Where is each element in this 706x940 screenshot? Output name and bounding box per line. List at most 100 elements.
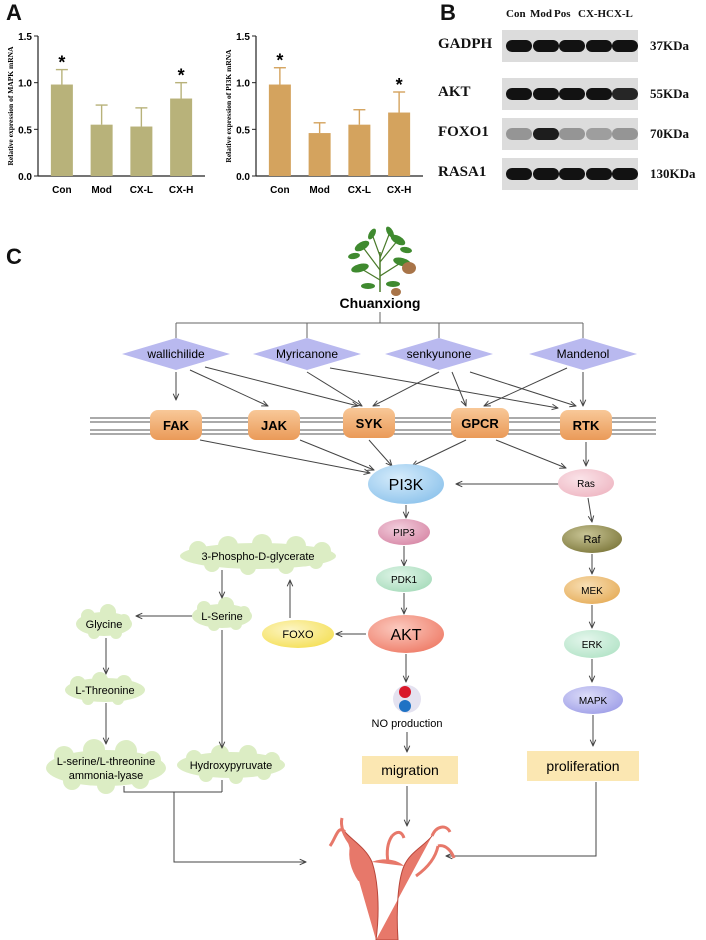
compound-wallichilide: wallichilide <box>146 347 205 361</box>
blot-strip <box>502 78 638 110</box>
blot-band <box>612 168 638 180</box>
cloud-serine <box>192 597 252 631</box>
lane-label: CX-H <box>578 8 607 20</box>
y-tick-label: 0.0 <box>18 172 32 183</box>
blot-band <box>585 168 612 180</box>
akt-node <box>368 615 444 653</box>
blot-band <box>559 88 585 100</box>
significance-star: * <box>276 51 283 71</box>
compound-mandenol: Mandenol <box>557 347 610 361</box>
significance-star: * <box>178 66 185 86</box>
cloud-hydroxypyruvate <box>177 745 285 784</box>
bar <box>308 133 331 176</box>
compound-myricanone-shape <box>253 338 361 370</box>
y-axis-label: Relative expression of MAPK mRNA <box>6 46 15 166</box>
blot-band <box>612 128 638 140</box>
lane-label: Mod <box>530 8 552 20</box>
ras-label: Ras <box>577 479 595 490</box>
pi3k-label: PI3K <box>389 477 424 494</box>
cloud-threonine <box>65 672 145 705</box>
protein-label: FOXO1 <box>438 124 489 140</box>
compound-nodes: wallichilide Myricanone senkyunone Mande… <box>122 338 637 370</box>
significance-star: * <box>58 53 65 73</box>
protein-label: GADPH <box>438 36 493 52</box>
cloud-glycine <box>76 604 132 639</box>
raf-label: Raf <box>583 534 601 546</box>
no-production-label: NO production <box>372 718 443 730</box>
bar <box>170 98 193 176</box>
mek-label: MEK <box>581 586 603 597</box>
bar <box>90 124 113 176</box>
erk-label: ERK <box>582 640 603 651</box>
blot-band <box>559 128 585 140</box>
y-tick-label: 1.5 <box>236 32 250 43</box>
no-molecule-icon <box>393 685 421 713</box>
panel-label-c: C <box>6 244 22 269</box>
glycerate-label: 3-Phospho-D-glycerate <box>201 551 314 563</box>
pdk1-node <box>376 566 432 592</box>
receptor-rtk: RTK <box>573 418 600 433</box>
blot-band <box>532 168 559 180</box>
protein-label: AKT <box>438 84 471 100</box>
pip3-label: PIP3 <box>393 528 415 539</box>
foxo-label: FOXO <box>282 629 314 641</box>
receptor-fak: FAK <box>163 418 190 433</box>
migration-label: migration <box>381 762 439 778</box>
blot-band <box>506 128 532 140</box>
blot-band <box>612 40 638 52</box>
compound-myricanone: Myricanone <box>276 347 338 361</box>
blood-vessel-icon <box>328 817 456 940</box>
akt-label: AKT <box>390 627 421 644</box>
lyase-label-line2: ammonia-lyase <box>69 770 144 782</box>
molecular-weight-label: 130KDa <box>650 166 696 181</box>
blot-band <box>506 88 532 100</box>
receptor-syk: SYK <box>356 416 383 431</box>
y-tick-label: 0.5 <box>236 125 250 136</box>
lane-label: Con <box>506 8 526 20</box>
y-tick-label: 0.0 <box>236 172 250 183</box>
blot-band <box>506 168 532 180</box>
panel-label-b: B <box>440 0 456 25</box>
mapk-node <box>563 686 623 714</box>
x-tick-label: Mod <box>91 185 112 196</box>
blot-band <box>585 128 612 140</box>
lane-label: Pos <box>554 8 571 20</box>
molecular-weight-label: 55KDa <box>650 86 689 101</box>
bar <box>268 84 291 176</box>
bar <box>388 112 411 176</box>
x-tick-label: Mod <box>309 185 330 196</box>
x-tick-label: CX-L <box>130 185 153 196</box>
blot-band <box>532 40 559 52</box>
bar <box>130 126 153 176</box>
pdk1-label: PDK1 <box>391 575 418 586</box>
receptor-jak: JAK <box>261 418 288 433</box>
bar <box>348 124 371 176</box>
chuanxiong-plant-illustration <box>348 226 416 296</box>
erk-node <box>564 630 620 658</box>
metabolite-clouds <box>46 534 336 794</box>
receptor-syk-shape <box>343 408 395 438</box>
y-tick-label: 1.0 <box>18 79 32 90</box>
significance-star: * <box>396 75 403 95</box>
receptor-gpcr-shape <box>451 408 509 438</box>
pathway-diagram: Chuanxiong wallichilide Myricanone senky… <box>46 226 656 940</box>
molecular-weight-label: 37KDa <box>650 38 689 53</box>
bar <box>50 84 73 176</box>
receptor-nodes: FAK JAK SYK GPCR RTK <box>150 408 612 440</box>
mek-node <box>564 576 620 604</box>
source-label: Chuanxiong <box>340 295 421 311</box>
x-tick-label: CX-L <box>348 185 371 196</box>
serine-label: L-Serine <box>201 611 243 623</box>
lyase-label-line1: L-serine/L-threonine <box>57 756 155 768</box>
blot-band <box>559 168 585 180</box>
pi3k-node <box>368 464 444 504</box>
threonine-label: L-Threonine <box>75 685 134 697</box>
y-tick-label: 0.5 <box>18 125 32 136</box>
blot-strip <box>502 158 638 190</box>
blot-band <box>559 40 585 52</box>
blot-band <box>532 88 559 100</box>
migration-box <box>362 756 458 784</box>
y-tick-label: 1.0 <box>236 79 250 90</box>
